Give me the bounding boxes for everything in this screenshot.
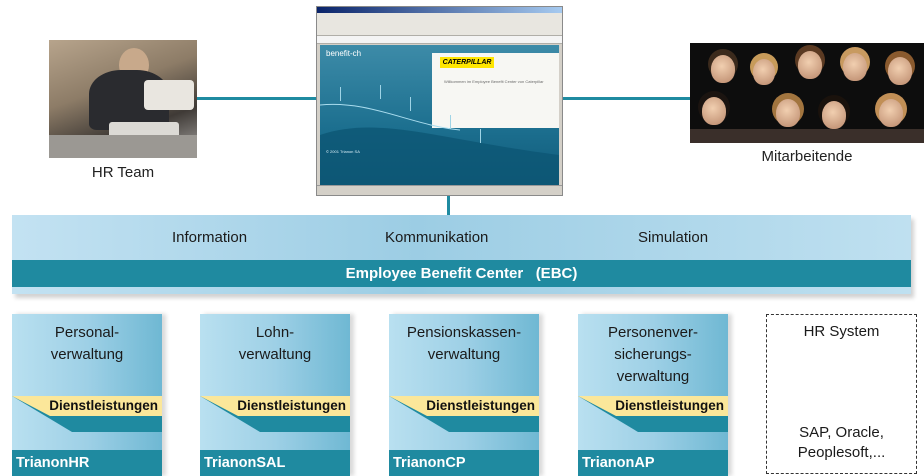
module-title: Pensionskassen- verwaltung: [406, 324, 522, 363]
hr-team-photo: [49, 40, 197, 158]
module-personenversicherungsverwaltung: Personenver- sicherungs- verwaltung Dien…: [578, 314, 728, 476]
product-label: TrianonSAL: [200, 450, 350, 476]
connector-portal-to-ebc: [447, 196, 450, 215]
ebc-label-kommunikation: Kommunikation: [385, 229, 489, 246]
service-label: Dienstleistungen: [615, 398, 724, 413]
portal-nav-step: [480, 129, 520, 143]
employees-caption: Mitarbeitende: [761, 148, 853, 165]
browser-address-bar: [317, 36, 562, 44]
portal-nav-step: [450, 115, 490, 129]
service-label: Dienstleistungen: [49, 398, 158, 413]
hr-system-box: HR System SAP, Oracle, Peoplesoft,...: [766, 314, 917, 474]
module-title: Personal- verwaltung: [50, 324, 124, 363]
module-pensionskassenverwaltung: Pensionskassen- verwaltung Dienstleistun…: [389, 314, 539, 476]
browser-titlebar: [317, 7, 562, 13]
portal-brand: benefit-ch: [326, 49, 362, 58]
portal-copyright: © 2001 Trianon SA: [326, 149, 360, 154]
portal-nav-step: [410, 97, 450, 111]
service-band: [578, 396, 728, 432]
portal-viewport: benefit-ch CATERPILLAR Willkommen im Emp…: [320, 45, 559, 185]
hr-system-vendors: SAP, Oracle, Peoplesoft,...: [797, 424, 886, 461]
product-label: TrianonCP: [389, 450, 539, 476]
portal-nav-step: [380, 85, 420, 99]
hr-system-title: HR System: [803, 323, 880, 340]
module-title: Personenver- sicherungs- verwaltung: [607, 324, 699, 385]
connector-hr-to-portal: [197, 97, 316, 100]
ebc-label-information: Information: [172, 229, 248, 246]
product-label: TrianonAP: [578, 450, 728, 476]
product-label: TrianonHR: [12, 450, 162, 476]
module-lohnverwaltung: Lohn- verwaltung Dienstleistungen Triano…: [200, 314, 350, 476]
service-label: Dienstleistungen: [426, 398, 535, 413]
service-band: [12, 396, 162, 432]
service-band: [389, 396, 539, 432]
portal-screenshot: benefit-ch CATERPILLAR Willkommen im Emp…: [316, 6, 563, 196]
module-personalverwaltung: Personal- verwaltung Dienstleistungen Tr…: [12, 314, 162, 476]
hr-team-caption: HR Team: [91, 164, 155, 181]
browser-toolbar: [317, 13, 562, 36]
service-label: Dienstleistungen: [237, 398, 346, 413]
caterpillar-logo: CATERPILLAR: [440, 57, 494, 68]
portal-wave-graphic: [320, 103, 559, 185]
module-title: Lohn- verwaltung: [238, 324, 312, 363]
browser-statusbar: [317, 185, 562, 195]
portal-welcome-text: Willkommen im Employee Benefit Center vo…: [444, 79, 544, 84]
ebc-bar: Employee Benefit Center (EBC): [12, 260, 911, 287]
employees-photo: [690, 43, 924, 143]
connector-portal-to-staff: [563, 97, 690, 100]
ebc-label-simulation: Simulation: [638, 229, 709, 246]
service-band: [200, 396, 350, 432]
portal-nav-step: [340, 87, 380, 101]
